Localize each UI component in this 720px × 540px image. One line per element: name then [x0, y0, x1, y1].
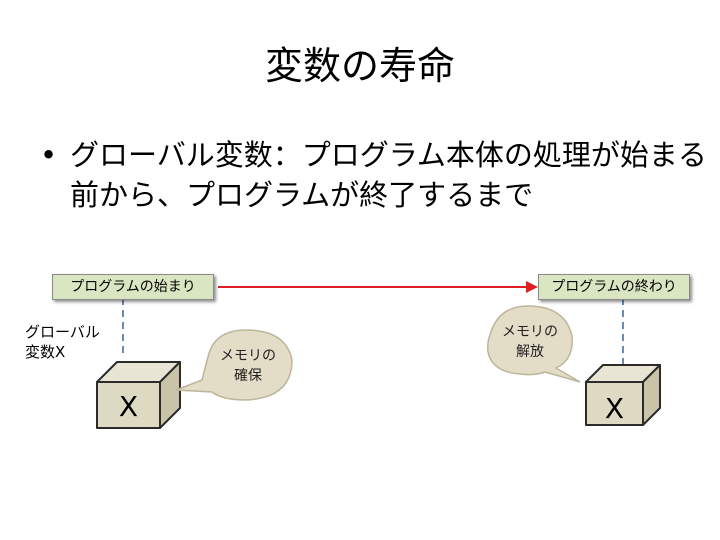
bullet-text: グローバル変数：プログラム本体の処理が始まる前から、プログラムが終了するまで [70, 138, 707, 212]
bullet-marker: • [40, 138, 58, 172]
cube-left [96, 361, 181, 429]
cube-right-label: X [604, 392, 625, 425]
program-start-label: プログラムの始まり [52, 274, 214, 300]
bubble-alloc-text: メモリの 確保 [220, 348, 276, 384]
bubble-free-text: メモリの 解放 [502, 324, 558, 360]
page-title: 変数の寿命 [264, 44, 455, 88]
speech-bubble-free [487, 305, 581, 383]
cube-right [585, 364, 661, 426]
cube-left-label: X [118, 390, 139, 423]
timeline-arrowhead [526, 281, 538, 293]
global-variable-label: グローバル 変数X [25, 323, 100, 361]
program-end-label: プログラムの終わり [538, 274, 690, 300]
speech-bubble-alloc [175, 329, 293, 401]
